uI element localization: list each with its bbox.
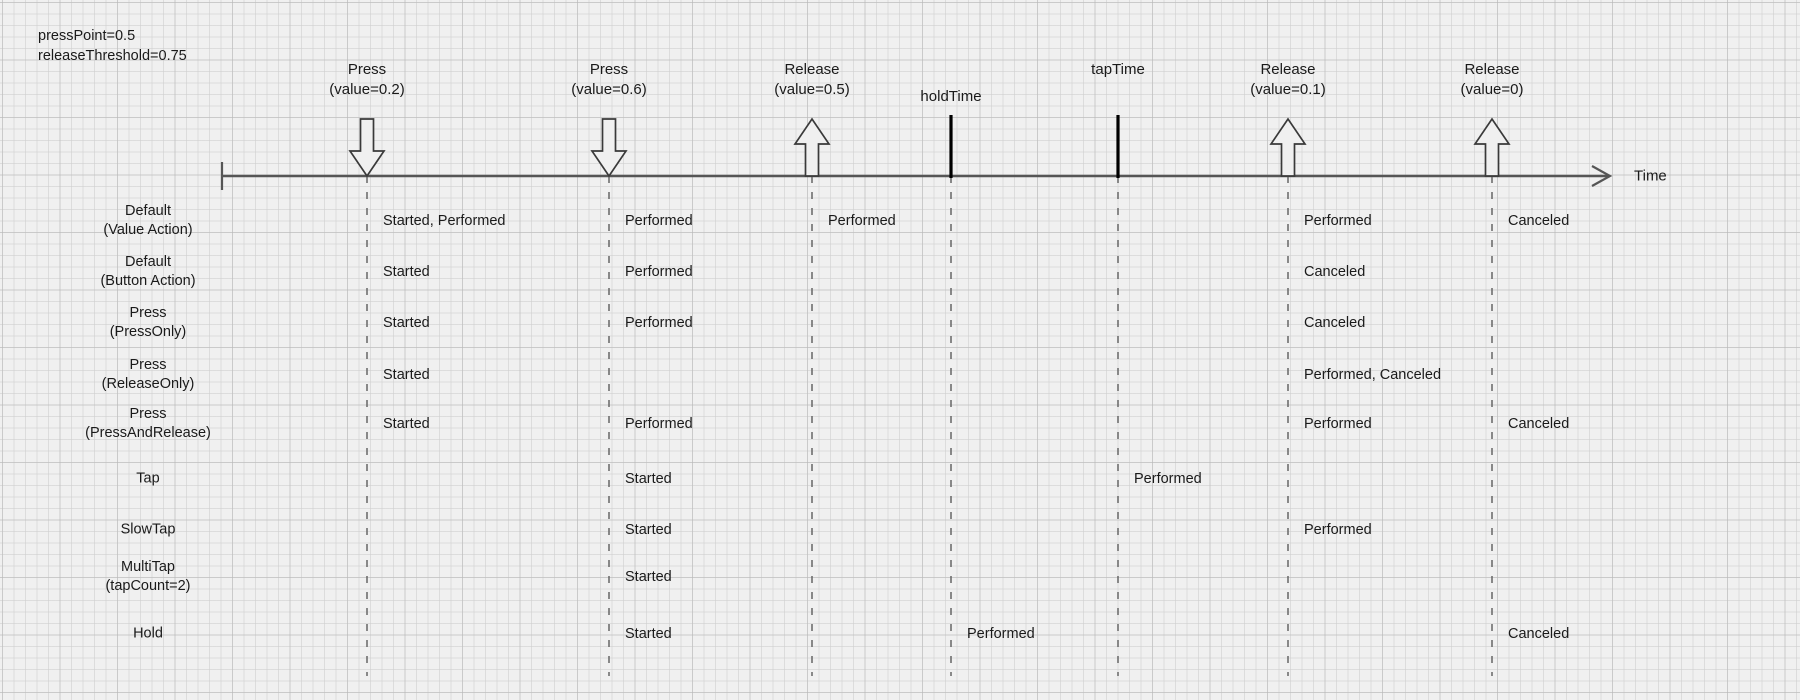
event-label-line: holdTime [920, 88, 982, 105]
event-label-line: (value=0.5) [774, 81, 850, 98]
cell-default-button-action-press-1: Started [383, 264, 430, 280]
arrow-down-icon-press-1 [348, 118, 386, 178]
event-label-line: (value=0) [1460, 81, 1524, 98]
row-label-default-button-action: Default (Button Action) [100, 253, 195, 291]
arrow-up-icon-release-3 [1473, 117, 1511, 177]
cell-default-value-action-press-1: Started, Performed [383, 213, 506, 229]
row-label-line: (tapCount=2) [105, 578, 191, 594]
event-label-press-2: Press (value=0.6) [571, 60, 646, 100]
cell-hold-holdtime: Performed [967, 626, 1035, 642]
event-label-line: Press [347, 61, 387, 78]
cell-press-pressandrelease-press-2: Performed [625, 416, 693, 432]
row-label-line: SlowTap [120, 521, 176, 538]
row-label-press-pressonly: Press (PressOnly) [110, 304, 187, 342]
event-label-line: Release [1464, 61, 1520, 78]
time-axis-label: Time [1634, 167, 1667, 185]
row-label-line: (Value Action) [103, 222, 193, 238]
event-label-line: Release [784, 61, 840, 78]
row-label-line: Default [125, 203, 171, 219]
event-label-line: (value=0.2) [329, 81, 405, 98]
cell-press-pressonly-press-1: Started [383, 315, 430, 331]
row-label-tap: Tap [136, 470, 159, 489]
row-label-multitap: MultiTap (tapCount=2) [105, 558, 190, 596]
parameters-annotation: pressPoint=0.5 releaseThreshold=0.75 [38, 28, 187, 64]
cell-press-pressonly-release-2: Canceled [1304, 315, 1366, 331]
row-label-line: Press [129, 357, 167, 373]
event-label-release-1: Release (value=0.5) [774, 60, 849, 100]
arrow-down-icon-press-2 [590, 118, 628, 178]
event-label-taptime: tapTime [1091, 60, 1145, 80]
cell-press-pressandrelease-release-3: Canceled [1508, 416, 1570, 432]
cell-press-releaseonly-press-1: Started [383, 367, 430, 383]
row-label-press-pressandrelease: Press (PressAndRelease) [85, 405, 211, 443]
row-label-line: Press [129, 406, 167, 422]
event-label-press-1: Press (value=0.2) [329, 60, 404, 100]
cell-press-releaseonly-release-2: Performed, Canceled [1304, 367, 1442, 383]
event-label-holdtime: holdTime [920, 87, 981, 107]
event-label-release-3: Release (value=0) [1461, 60, 1524, 100]
cell-default-value-action-press-2: Performed [625, 213, 693, 229]
cell-press-pressonly-press-2: Performed [625, 315, 693, 331]
cell-multitap-press-2: Started [625, 569, 672, 585]
event-label-line: tapTime [1091, 61, 1145, 78]
cell-default-value-action-release-3: Canceled [1508, 213, 1570, 229]
cell-press-pressandrelease-release-2: Performed [1304, 416, 1372, 432]
row-label-line: (Button Action) [100, 273, 196, 289]
row-label-line: (PressOnly) [109, 324, 187, 340]
time-axis-arrowhead [1591, 165, 1613, 187]
event-label-line: Press [589, 61, 629, 78]
cell-hold-press-2: Started [625, 626, 672, 642]
event-label-line: Release [1260, 61, 1316, 78]
cell-press-pressandrelease-press-1: Started [383, 416, 430, 432]
row-label-line: Press [129, 305, 167, 321]
row-label-line: Tap [136, 470, 160, 487]
cell-default-value-action-release-1: Performed [828, 213, 896, 229]
arrow-up-icon-release-2 [1269, 117, 1307, 177]
cell-slowtap-release-2: Performed [1304, 522, 1372, 538]
event-label-line: (value=0.6) [571, 81, 647, 98]
row-label-line: MultiTap [120, 559, 175, 575]
row-label-line: Hold [133, 625, 163, 642]
event-label-line: (value=0.1) [1250, 81, 1326, 98]
cell-slowtap-press-2: Started [625, 522, 672, 538]
row-label-line: (PressAndRelease) [85, 425, 211, 441]
row-label-default-value-action: Default (Value Action) [103, 202, 192, 240]
row-label-hold: Hold [133, 625, 163, 644]
arrow-up-icon-release-1 [793, 117, 831, 177]
cell-tap-taptime: Performed [1134, 471, 1202, 487]
cell-default-button-action-release-2: Canceled [1304, 264, 1366, 280]
row-label-line: Default [125, 254, 171, 270]
row-label-line: (ReleaseOnly) [101, 376, 195, 392]
row-label-slowtap: SlowTap [121, 521, 176, 540]
event-label-release-2: Release (value=0.1) [1250, 60, 1325, 100]
row-label-press-releaseonly: Press (ReleaseOnly) [102, 356, 195, 394]
cell-hold-release-3: Canceled [1508, 626, 1570, 642]
cell-default-button-action-press-2: Performed [625, 264, 693, 280]
cell-tap-press-2: Started [625, 471, 672, 487]
cell-default-value-action-release-2: Performed [1304, 213, 1372, 229]
